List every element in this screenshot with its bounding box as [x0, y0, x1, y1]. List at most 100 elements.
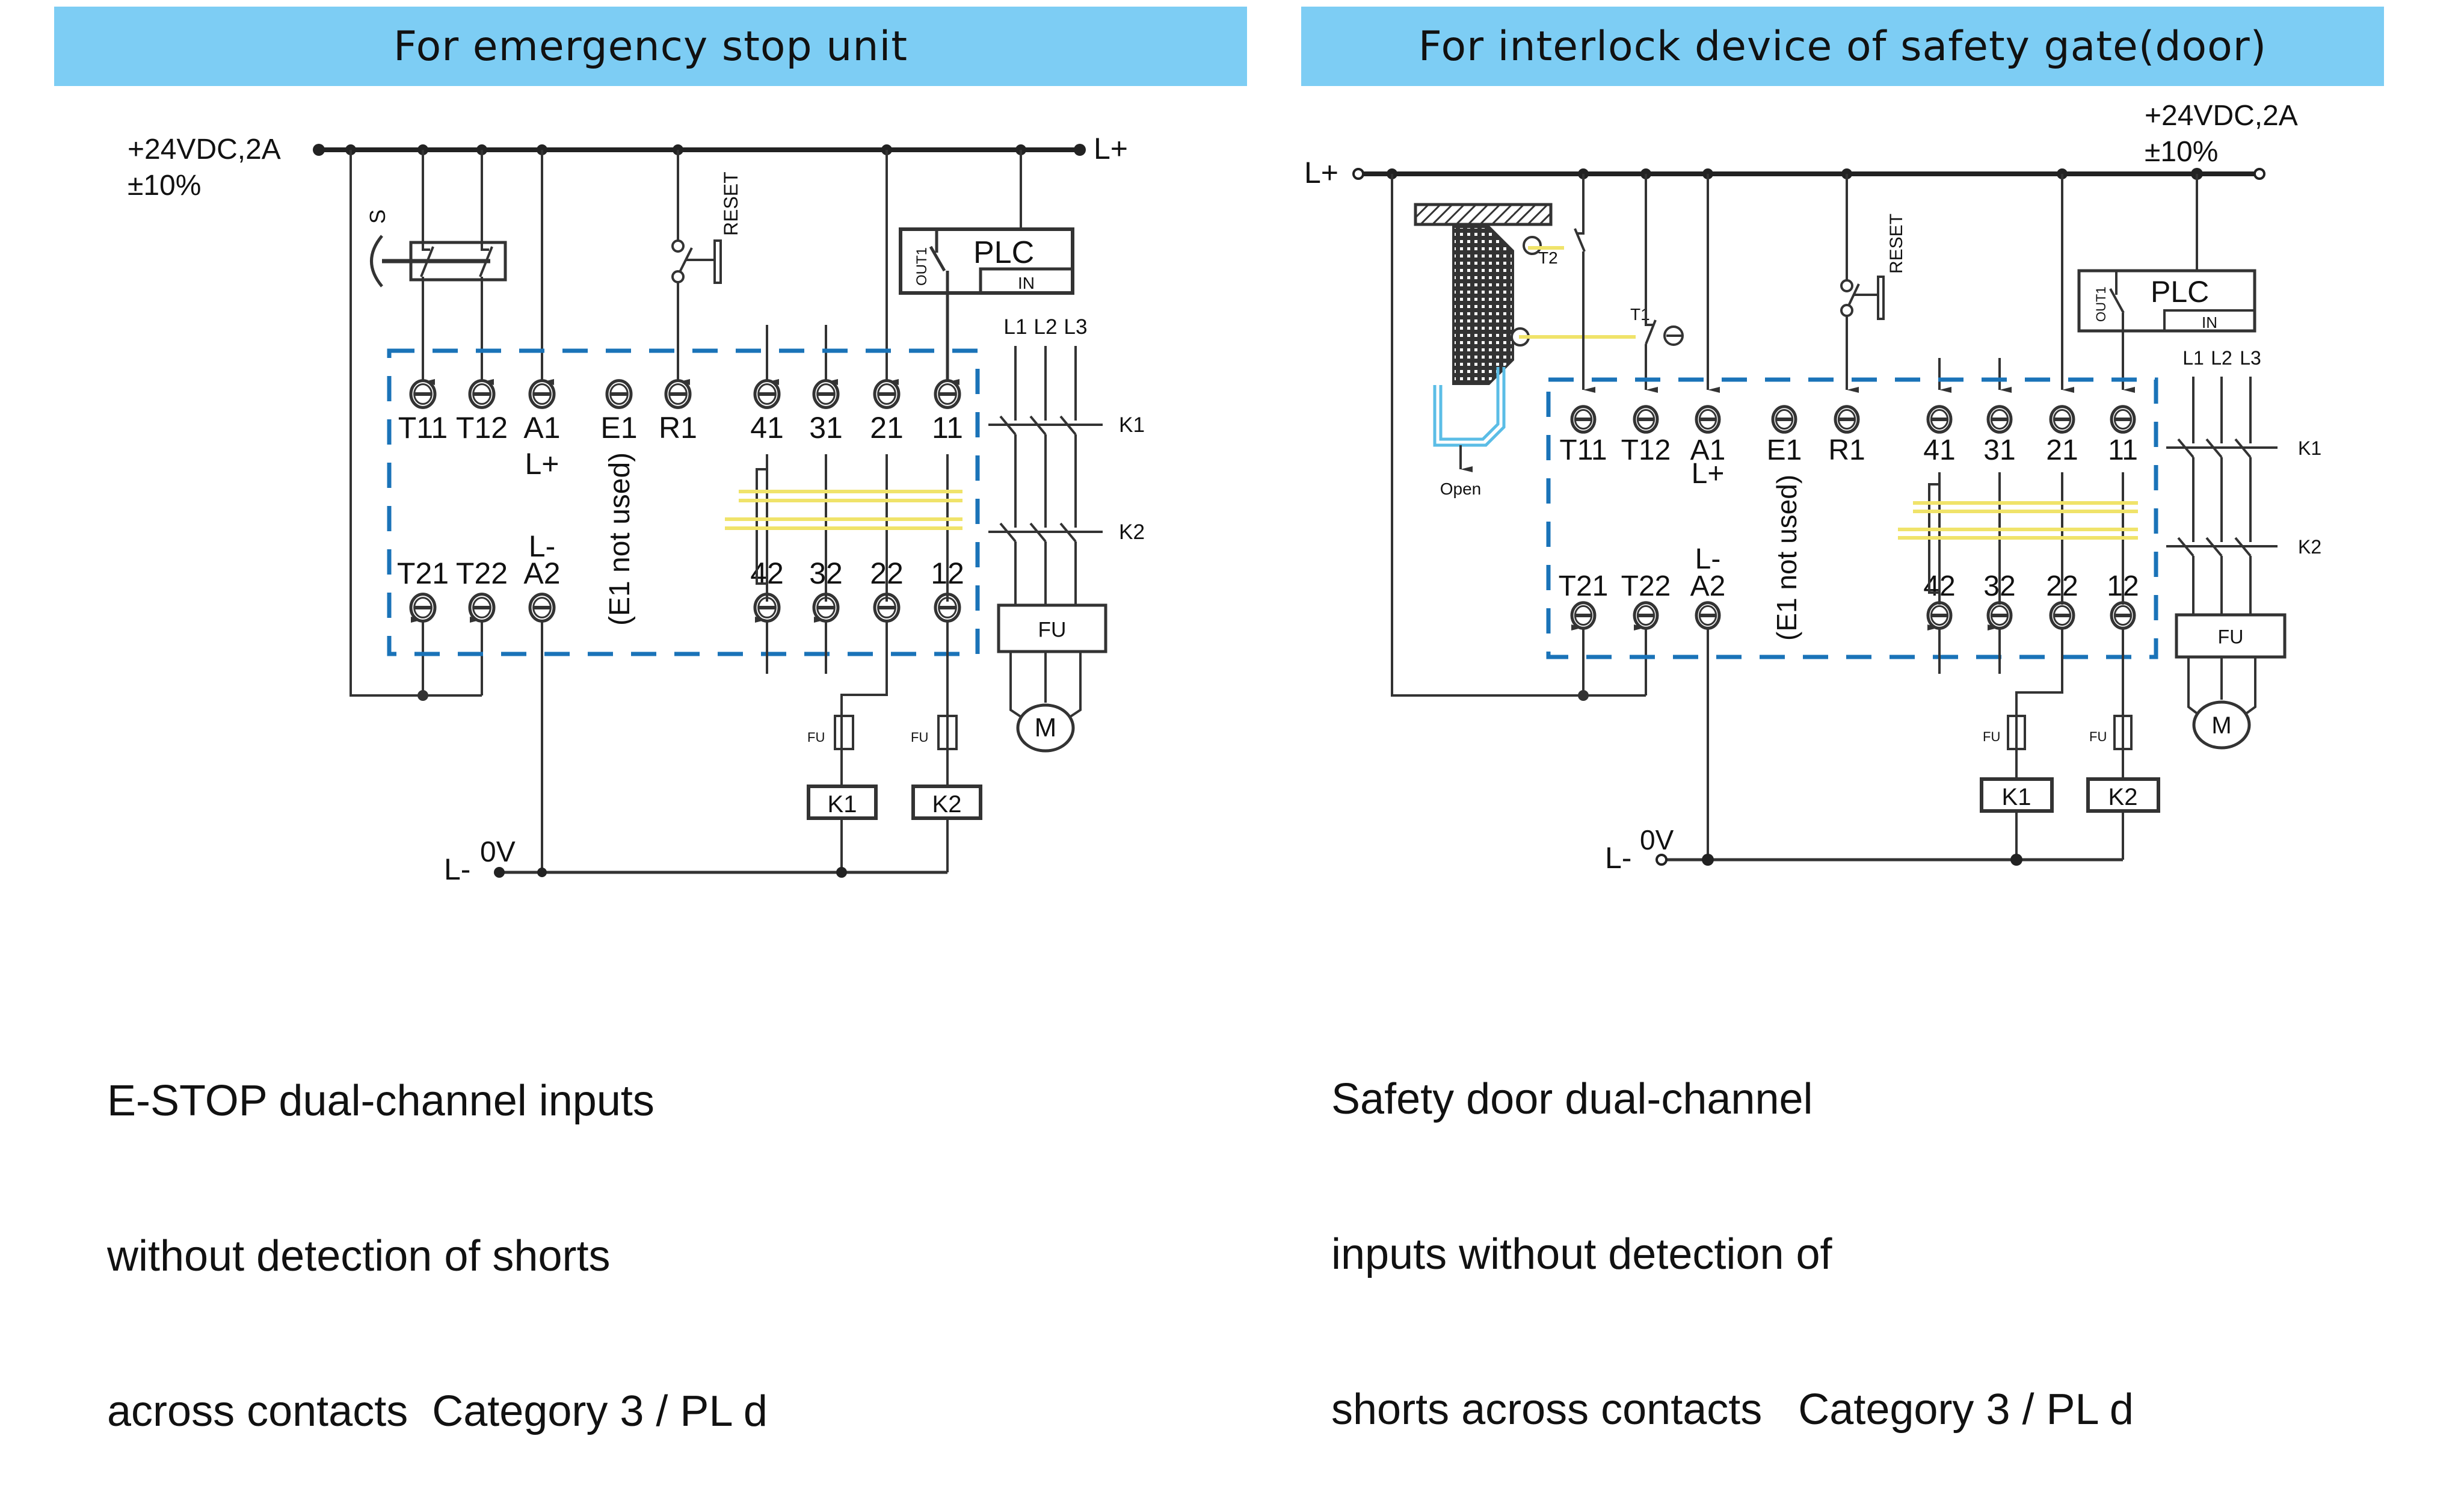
- emergency-stop-title-banner: For emergency stop unit: [54, 7, 1247, 86]
- screw-terminal-icon: [409, 379, 437, 409]
- screw-terminal-icon: [2110, 601, 2136, 630]
- switch-t2-label: T2: [1538, 248, 1558, 267]
- screw-terminal-icon: [2110, 405, 2136, 434]
- left-rail-junctions: [313, 144, 1086, 156]
- left-negative-rail-label: L-: [444, 852, 470, 886]
- motor-label: M: [2211, 712, 2231, 739]
- terminal-label-11: 11: [2108, 434, 2138, 466]
- terminal-label-11: 11: [932, 411, 963, 445]
- right-relay-boundary: [1546, 377, 2158, 659]
- description-line: across contacts Category 3 / PL d: [107, 1387, 768, 1435]
- left-feedback-loop-wire: [350, 150, 482, 697]
- screw-terminal-icon: [2049, 405, 2075, 434]
- terminal-label-t11: T11: [1559, 434, 1607, 466]
- terminal-label-t21: T21: [1559, 570, 1609, 602]
- right-reset-button: RESET: [1840, 174, 1906, 393]
- terminal-label-t22: T22: [456, 556, 508, 590]
- contactor-label-k2: K2: [2298, 536, 2321, 558]
- left-coil-k2-label: K2: [932, 791, 962, 818]
- left-k1-branch: FU K1: [807, 715, 878, 872]
- right-feedback-loop-wire: [1391, 174, 1646, 697]
- right-a1-sub-label: L+: [1692, 458, 1725, 490]
- contactor-label-k1: K1: [2298, 437, 2321, 459]
- description-line: without detection of shorts: [107, 1232, 611, 1280]
- left-relay-boundary: [387, 348, 980, 656]
- right-k1-branch: FU K1: [1980, 715, 2054, 860]
- terminal-label-t22: T22: [1621, 570, 1671, 602]
- right-coil-k1-label: K1: [2002, 784, 2031, 810]
- left-reset-button: RESET: [671, 150, 742, 385]
- terminal-label-a2: A2: [523, 556, 560, 590]
- left-plc-block: PLC IN OUT1: [899, 150, 1074, 385]
- screw-terminal-icon: [1570, 405, 1597, 434]
- main-fuse-label: FU: [1038, 618, 1067, 641]
- description-line: Safety door dual-channel: [1331, 1075, 1813, 1123]
- screw-terminal-icon: [605, 379, 633, 409]
- safety-gate-title-banner: For interlock device of safety gate(door…: [1301, 7, 2384, 86]
- phase-label-l3: L3: [2240, 347, 2261, 369]
- terminal-label-t12: T12: [1621, 434, 1671, 466]
- left-relay-contacts: [725, 454, 962, 602]
- screw-terminal-icon: [1570, 601, 1597, 630]
- screw-terminal-icon: [2049, 601, 2075, 630]
- contactor-label-k1: K1: [1119, 413, 1145, 437]
- left-e1-note: (E1 not used): [604, 452, 636, 626]
- motor-icon: [1016, 703, 1075, 753]
- phase-label-l3: L3: [1064, 315, 1087, 339]
- right-a2-sup-label: L-: [1695, 543, 1721, 575]
- terminal-label-21: 21: [870, 411, 904, 445]
- emergency-stop-circuit: +24VDC,2A ±10% L+ S: [128, 132, 1145, 886]
- estop-label: S: [365, 209, 390, 224]
- main-fuse-label: FU: [2218, 626, 2244, 648]
- right-plc-out1-label: OUT1: [2093, 286, 2108, 322]
- screw-terminal-icon: [1834, 405, 1860, 434]
- screw-terminal-icon: [753, 379, 781, 409]
- right-tolerance-label: ±10%: [2145, 136, 2218, 168]
- screw-terminal-icon: [1986, 601, 2013, 630]
- phase-label-l1: L1: [2182, 347, 2204, 369]
- screw-terminal-icon: [468, 379, 496, 409]
- screw-terminal-icon: [409, 593, 437, 623]
- terminal-label-a1: A1: [1690, 434, 1726, 466]
- screw-terminal-icon: [1633, 405, 1659, 434]
- left-plc-label: PLC: [973, 235, 1034, 270]
- screw-terminal-icon: [1695, 601, 1721, 630]
- main-fuse-block: [997, 603, 1107, 653]
- right-supply-label: +24VDC,2A: [2145, 100, 2298, 132]
- description-line: inputs without detection of: [1331, 1230, 1832, 1278]
- left-tolerance-label: ±10%: [128, 170, 201, 202]
- phase-label-l2: L2: [1033, 315, 1057, 339]
- screw-terminal-icon: [528, 379, 556, 409]
- left-zero-volt-label: 0V: [480, 836, 516, 868]
- right-coil-k2-label: K2: [2108, 784, 2138, 810]
- safety-gate-description: Safety door dual-channel inputs without …: [1331, 970, 2134, 1487]
- right-fuse-k2-label: FU: [2089, 729, 2107, 744]
- description-line: shorts across contacts Category 3 / PL d: [1331, 1386, 2134, 1434]
- left-coil-k1-label: K1: [828, 791, 857, 818]
- screw-terminal-icon: [1633, 601, 1659, 630]
- terminal-label-31: 31: [1983, 434, 2015, 466]
- right-relay-contacts: [1898, 472, 2138, 605]
- right-plc-block: PLC IN OUT1: [2077, 174, 2256, 393]
- door-open-label: Open: [1440, 479, 1482, 498]
- terminal-label-a1: A1: [523, 411, 560, 445]
- screw-terminal-icon: [873, 379, 901, 409]
- phase-label-l1: L1: [1003, 315, 1027, 339]
- right-reset-label: RESET: [1886, 214, 1906, 274]
- left-reset-label: RESET: [720, 171, 742, 236]
- wiring-diagrams: +24VDC,2A ±10% L+ S: [128, 100, 2321, 886]
- safety-gate-title: For interlock device of safety gate(door…: [1418, 22, 2267, 70]
- right-plc-in-label: IN: [2202, 313, 2217, 331]
- terminal-label-t21: T21: [397, 556, 449, 590]
- terminal-label-41: 41: [750, 411, 784, 445]
- right-k2-branch: FU K2: [2086, 715, 2160, 860]
- left-positive-rail-label: L+: [1094, 132, 1128, 165]
- left-fuse-k1-label: FU: [807, 730, 825, 745]
- screw-terminal-icon: [1986, 405, 2013, 434]
- left-a2-sup-label: L-: [529, 529, 555, 563]
- terminal-label-t11: T11: [398, 411, 448, 445]
- right-fuse-k1-label: FU: [1983, 729, 2000, 744]
